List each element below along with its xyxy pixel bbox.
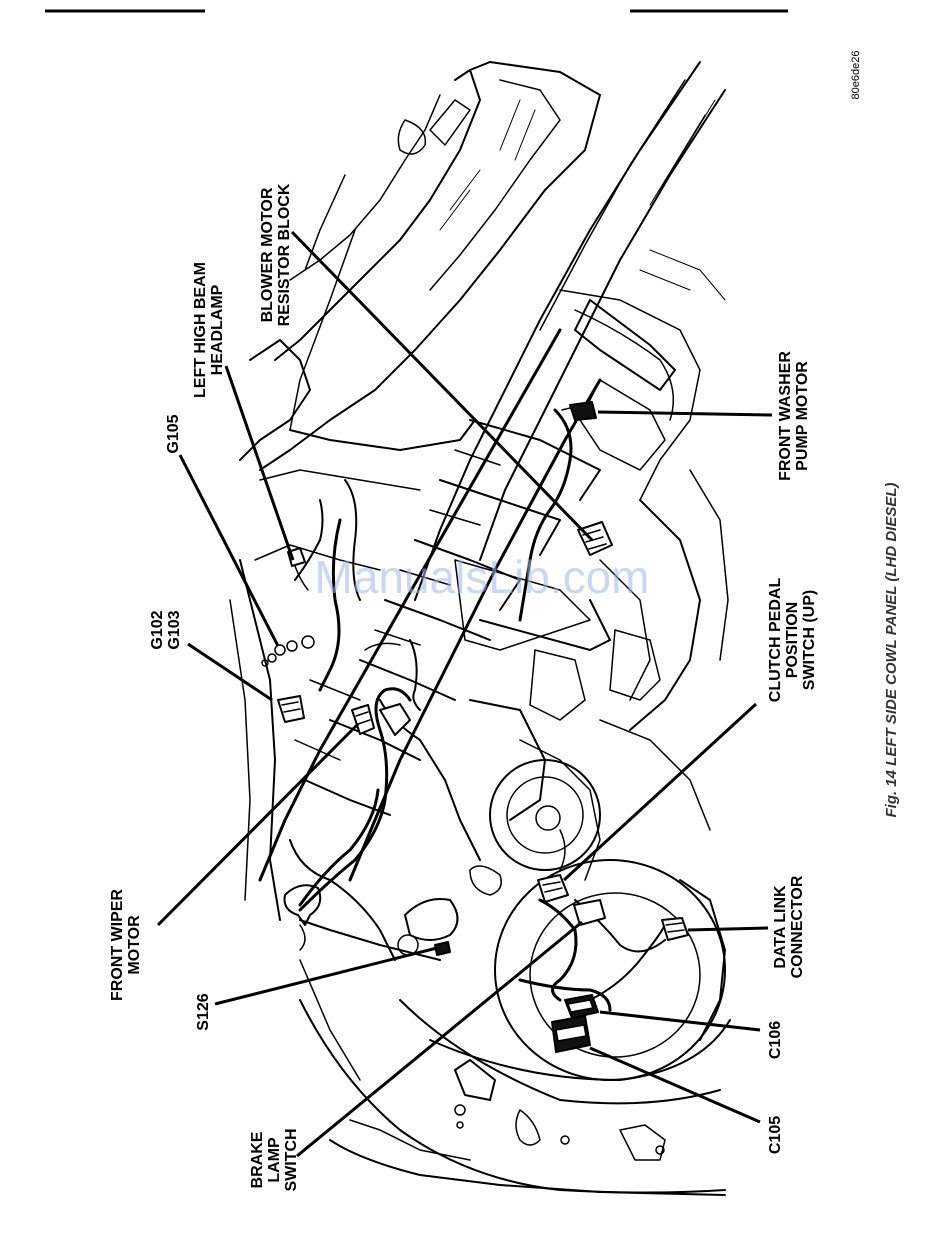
data-link-connector xyxy=(662,918,688,940)
label-blower-line-2: RESISTOR BLOCK xyxy=(276,183,293,326)
label-headlamp: LEFT HIGH BEAM HEADLAMP xyxy=(192,262,226,398)
caption-group: Fig. 14 LEFT SIDE COWL PANEL (LHD DIESEL… xyxy=(883,482,900,817)
brake-switch xyxy=(574,900,605,925)
label-clutch-line-1: CLUTCH PEDAL xyxy=(767,578,784,703)
wiring-harness xyxy=(295,410,665,1010)
splice-s126 xyxy=(435,942,450,955)
label-s126: S126 xyxy=(195,993,212,1030)
leader-washer xyxy=(598,412,772,415)
leader-s126 xyxy=(215,948,437,1004)
leader-blower xyxy=(292,232,592,540)
components xyxy=(262,402,688,1052)
label-blower-line-1: BLOWER MOTOR xyxy=(259,187,276,322)
figure-caption: Fig. 14 LEFT SIDE COWL PANEL (LHD DIESEL… xyxy=(883,482,900,817)
leader-g105 xyxy=(180,455,278,646)
strut-domes xyxy=(285,885,458,955)
c106-connector xyxy=(565,995,598,1018)
label-clutch: CLUTCH PEDAL POSITION SWITCH (UP) xyxy=(767,578,818,703)
image-code: 80e6de26 xyxy=(850,51,862,100)
leader-datalink xyxy=(688,928,768,930)
label-clutch-line-3: SWITCH (UP) xyxy=(801,590,818,690)
label-c106: C106 xyxy=(767,1021,784,1059)
label-s126-line-1: S126 xyxy=(195,993,212,1030)
label-brake-line-3: SWITCH xyxy=(283,1128,300,1191)
c105-connector xyxy=(552,1016,590,1052)
leader-c105 xyxy=(590,1048,760,1122)
washer-pump-connector xyxy=(562,402,596,420)
label-wiper-line-2: MOTOR xyxy=(126,915,143,975)
label-washer-line-2: PUMP MOTOR xyxy=(794,361,811,471)
label-c105-line-1: C105 xyxy=(767,1116,784,1154)
label-g105: G105 xyxy=(165,414,182,453)
label-g102-line-2: G103 xyxy=(166,610,183,649)
label-datalink: DATA LINK CONNECTOR xyxy=(772,875,806,978)
label-washer: FRONT WASHER PUMP MOTOR xyxy=(777,351,811,481)
leader-brake xyxy=(297,922,582,1156)
label-blower: BLOWER MOTOR RESISTOR BLOCK xyxy=(259,183,293,326)
label-brake: BRAKE LAMP SWITCH xyxy=(249,1128,300,1191)
label-brake-line-1: BRAKE xyxy=(249,1131,266,1188)
leader-g102 xyxy=(188,644,272,700)
label-wiper: FRONT WIPER MOTOR xyxy=(109,889,143,1001)
label-g102-line-1: G102 xyxy=(149,610,166,649)
label-headlamp-line-1: LEFT HIGH BEAM xyxy=(192,262,209,398)
label-datalink-line-1: DATA LINK xyxy=(772,885,789,969)
label-wiper-line-1: FRONT WIPER xyxy=(109,889,126,1001)
vehicle-line-art xyxy=(230,62,730,1195)
label-c105: C105 xyxy=(767,1116,784,1154)
leader-lines xyxy=(158,232,772,1156)
label-clutch-line-2: POSITION xyxy=(784,602,801,678)
label-brake-line-2: LAMP xyxy=(266,1137,283,1183)
label-c106-line-1: C106 xyxy=(767,1021,784,1059)
label-headlamp-line-2: HEADLAMP xyxy=(209,284,226,375)
label-datalink-line-2: CONNECTOR xyxy=(789,875,806,978)
callout-labels: BLOWER MOTOR RESISTOR BLOCK LEFT HIGH BE… xyxy=(109,183,818,1191)
label-g105-line-1: G105 xyxy=(165,414,182,453)
image-code-group: 80e6de26 xyxy=(850,51,862,100)
leader-clutch xyxy=(564,704,756,880)
label-g102-g103: G102 G103 xyxy=(149,610,183,649)
label-washer-line-1: FRONT WASHER xyxy=(777,351,794,481)
watermark: ManualsLib.com xyxy=(315,551,650,603)
leader-headlamp xyxy=(226,366,293,560)
leader-wiper xyxy=(158,724,358,925)
